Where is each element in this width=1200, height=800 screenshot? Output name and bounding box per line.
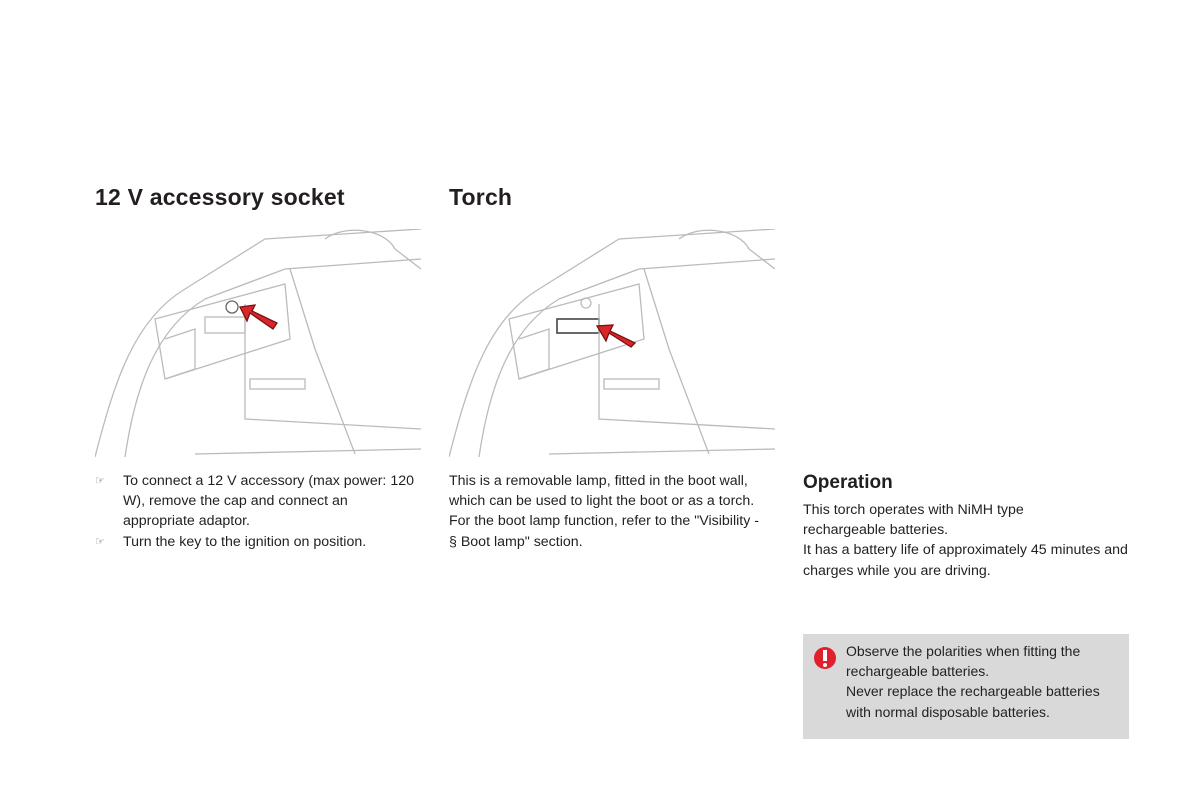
paragraph: For the boot lamp function, refer to the…	[449, 513, 759, 550]
operation-title: Operation	[803, 472, 893, 493]
torch-description: This is a removable lamp, fitted in the …	[449, 471, 767, 552]
torch-title: Torch	[449, 184, 513, 210]
socket-illustration	[95, 229, 421, 457]
warning-exclamation-icon	[814, 647, 836, 669]
paragraph: This is a removable lamp, fitted in the …	[449, 473, 755, 510]
bullet-item: ☞To connect a 12 V accessory (max power:…	[95, 471, 415, 532]
warning-note: Observe the polarities when fitting the …	[803, 634, 1129, 739]
operation-description: This torch operates with NiMH type recha…	[803, 500, 1133, 581]
torch-illustration	[449, 229, 775, 457]
bullet-item: ☞Turn the key to the ignition on positio…	[95, 532, 415, 552]
warning-line: Observe the polarities when fitting the …	[846, 643, 1081, 680]
paragraph: It has a battery life of approximately 4…	[803, 542, 1128, 579]
socket-instructions: ☞To connect a 12 V accessory (max power:…	[95, 471, 415, 552]
warning-text: Observe the polarities when fitting the …	[846, 641, 1126, 722]
socket-title: 12 V accessory socket	[95, 184, 345, 210]
pointing-hand-icon: ☞	[95, 475, 105, 487]
paragraph: This torch operates with NiMH type recha…	[803, 502, 1024, 539]
pointing-hand-icon: ☞	[95, 535, 105, 548]
warning-line: Never replace the rechargeable batteries…	[846, 683, 1100, 720]
